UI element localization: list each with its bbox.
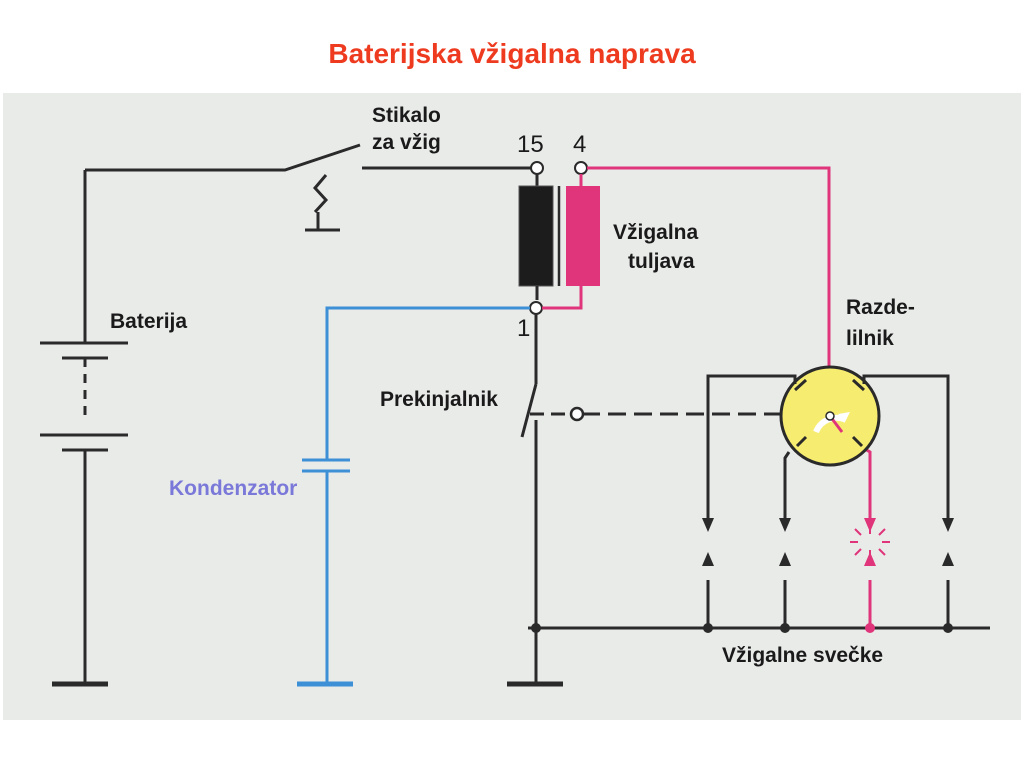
capacitor [302, 306, 530, 683]
spark-icon [850, 526, 890, 558]
battery-label: Baterija [110, 310, 187, 333]
ground-rail-nodes [531, 623, 953, 633]
contact-breaker [520, 314, 780, 683]
coil-label-line2: tuljava [628, 250, 695, 273]
breaker-label: Prekinjalnik [380, 388, 498, 411]
terminal-4 [574, 161, 588, 175]
spark-plug-arrows [702, 518, 954, 566]
breaker-cam-pivot [569, 406, 585, 422]
distributor [779, 365, 881, 467]
terminal-15 [530, 161, 544, 175]
page-title: Baterijska vžigalna naprava [328, 38, 696, 69]
high-voltage-wire [542, 166, 872, 628]
ignition-switch [85, 143, 531, 232]
spark-plugs-label: Vžigalne svečke [722, 644, 883, 667]
switch-label-line2: za vžig [372, 131, 441, 154]
terminal-15-label: 15 [517, 131, 544, 158]
terminal-1 [529, 301, 543, 315]
terminal-1-label: 1 [517, 315, 530, 342]
capacitor-label: Kondenzator [169, 477, 297, 500]
coil-primary-winding [519, 186, 553, 286]
switch-label-line1: Stikalo [372, 104, 441, 127]
distributor-leads [528, 374, 990, 630]
coil-label-line1: Vžigalna [613, 221, 699, 244]
terminal-4-label: 4 [573, 131, 586, 158]
distributor-label-line2: lilnik [846, 327, 894, 350]
distributor-label-line1: Razde- [846, 296, 915, 319]
ignition-coil [518, 174, 600, 300]
battery [40, 170, 128, 683]
coil-secondary-winding [566, 186, 600, 286]
